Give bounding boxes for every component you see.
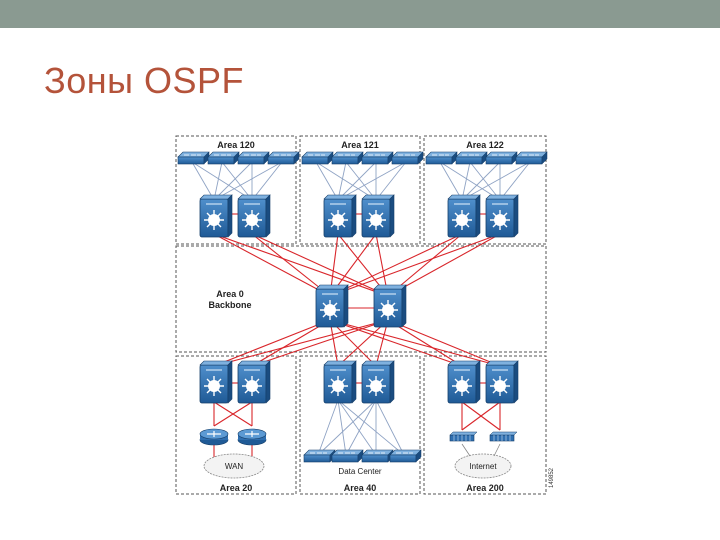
area-121-label: Area 121 (341, 140, 379, 150)
area-120-access-switches (177, 151, 300, 165)
top-bar (0, 0, 720, 28)
area-121-box (299, 135, 421, 245)
area-200-firewalls (449, 431, 518, 442)
datacenter-access-links (317, 399, 405, 456)
area-0-box (175, 245, 547, 353)
area-20-wan-routers (199, 428, 267, 446)
area-40-distribution-switches (323, 360, 395, 404)
area-121-access-switches (301, 151, 424, 165)
area-20-label: Area 20 (220, 483, 253, 493)
datacenter-access-switches (303, 449, 422, 463)
wan-label: WAN (225, 462, 244, 471)
datacenter-label: Data Center (338, 467, 381, 476)
area-200-box (423, 355, 547, 495)
internet-cloud: Internet (454, 453, 512, 479)
area-40-box (299, 355, 421, 495)
top-access-links (191, 161, 531, 201)
core-links (213, 213, 501, 470)
area-200-distribution-switches (447, 360, 519, 404)
area-200-label: Area 200 (466, 483, 504, 493)
area-122-access-switches (425, 151, 548, 165)
backbone-label: Backbone (208, 300, 251, 310)
area-120-distribution-switches (199, 194, 271, 238)
area-120-label: Area 120 (217, 140, 255, 150)
backbone-core-switches (315, 284, 407, 328)
area-20-box (175, 355, 297, 495)
area-122-box (423, 135, 547, 245)
area-0-label: Area 0 (216, 289, 244, 299)
slide-title: Зоны OSPF (44, 60, 245, 101)
area-20-distribution-switches (199, 360, 271, 404)
area-121-distribution-switches (323, 194, 395, 238)
area-120-box (175, 135, 297, 245)
area-40-label: Area 40 (344, 483, 377, 493)
area-122-distribution-switches (447, 194, 519, 238)
wan-cloud: WAN (203, 453, 265, 479)
internet-label: Internet (469, 462, 497, 471)
area-122-label: Area 122 (466, 140, 504, 150)
figure-id: 149852 (549, 467, 555, 488)
